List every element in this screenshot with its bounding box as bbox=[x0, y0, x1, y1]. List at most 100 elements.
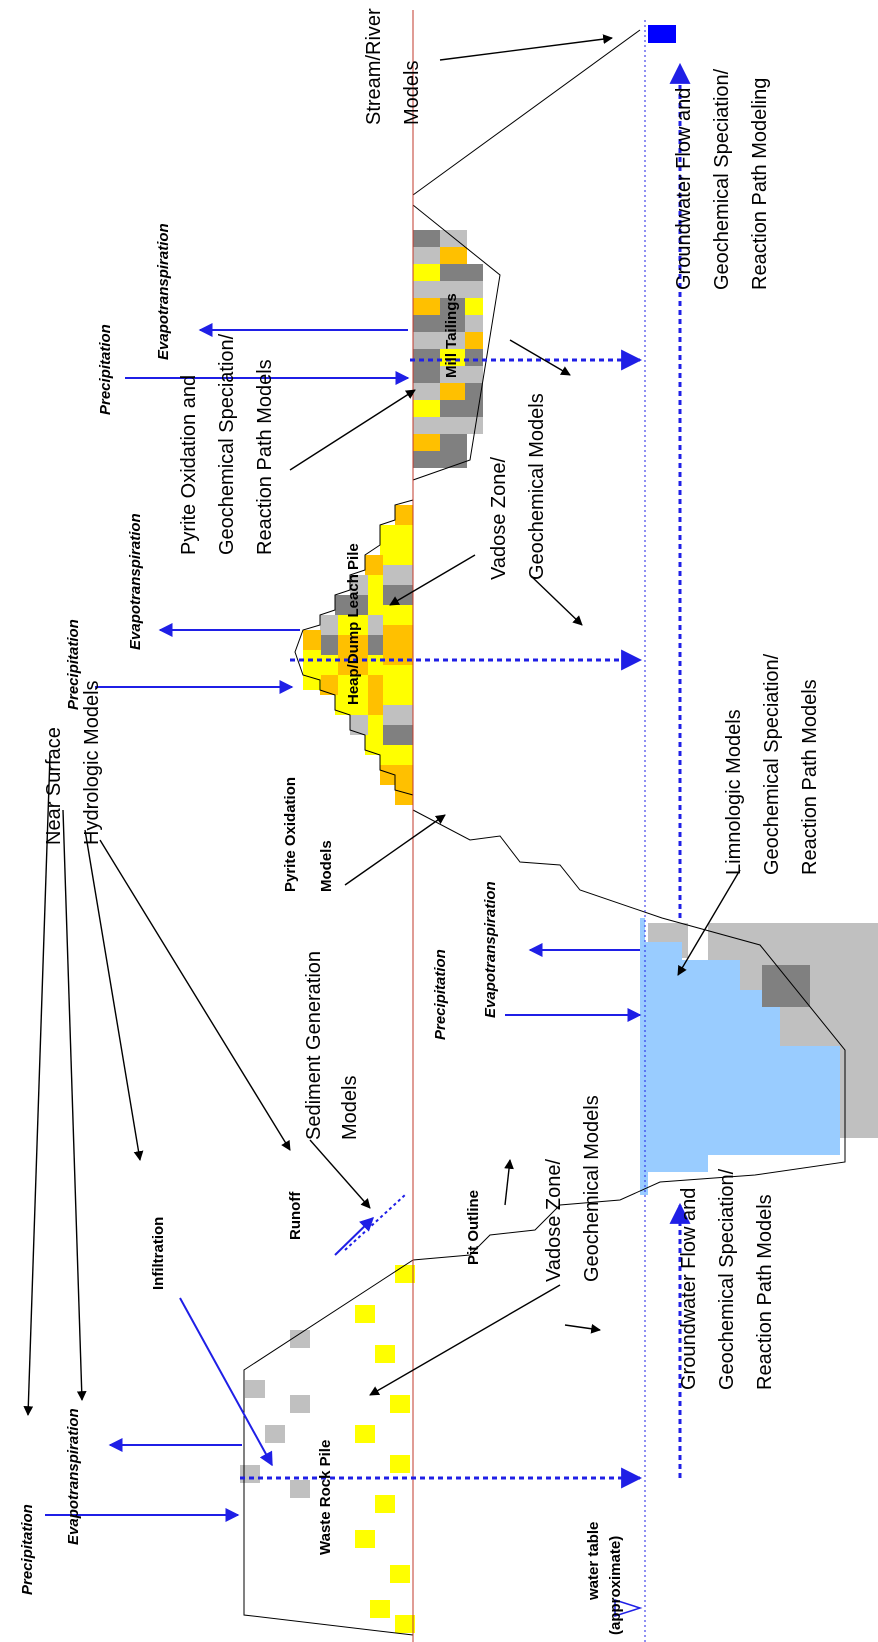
fill-cell bbox=[365, 735, 383, 755]
fill-cell bbox=[350, 635, 368, 655]
fill-cell bbox=[395, 625, 413, 645]
fill-cell bbox=[465, 315, 483, 332]
infiltration-arrow bbox=[179, 1297, 273, 1467]
fill-cell bbox=[380, 765, 398, 785]
fill-cell bbox=[365, 695, 383, 715]
pit-bedrock-block bbox=[762, 965, 810, 1007]
pit-lake bbox=[640, 918, 840, 1195]
fill-cell bbox=[380, 625, 398, 645]
fill-cell bbox=[365, 575, 383, 595]
fill-cell bbox=[413, 434, 440, 451]
fill-cell bbox=[440, 230, 467, 247]
fill-cell bbox=[395, 605, 413, 625]
fill-cell bbox=[413, 417, 440, 434]
fill-cell bbox=[380, 685, 398, 705]
fill-cell bbox=[380, 745, 398, 765]
fill-cell bbox=[395, 1615, 415, 1633]
runoff-arrow bbox=[334, 1217, 375, 1256]
label-vadose-left: Vadose Zone/ Geochemical Models bbox=[543, 1095, 603, 1282]
water-table-symbol bbox=[614, 1598, 643, 1618]
fill-cell bbox=[303, 670, 321, 690]
fill-cell bbox=[390, 1395, 410, 1413]
fill-cell bbox=[413, 332, 440, 349]
fill-cell bbox=[440, 434, 467, 451]
fill-cell bbox=[355, 1425, 375, 1443]
fill-cell bbox=[395, 745, 413, 765]
fill-cell bbox=[380, 665, 398, 685]
fill-cell bbox=[320, 615, 338, 635]
label-tailings-et: Evapotranspiration bbox=[155, 223, 172, 360]
fill-cell bbox=[413, 451, 440, 468]
fill-cell bbox=[395, 725, 413, 745]
fill-cell bbox=[395, 665, 413, 685]
label-limnologic: Limnologic Models Geochemical Speciation… bbox=[723, 648, 821, 875]
fill-cell bbox=[395, 685, 413, 705]
fill-cell bbox=[355, 1305, 375, 1323]
fill-cell bbox=[440, 281, 467, 298]
label-sediment: Sediment Generation Models bbox=[303, 945, 361, 1140]
fill-cell bbox=[390, 1455, 410, 1473]
label-runoff: Runoff bbox=[287, 1191, 304, 1240]
label-water-table: water table bbox=[585, 1522, 602, 1601]
fill-cell bbox=[413, 264, 440, 281]
fill-cell bbox=[465, 383, 483, 400]
fill-cell bbox=[395, 525, 413, 545]
label-pit-outline: Pit Outline bbox=[465, 1190, 482, 1265]
fill-cell bbox=[335, 615, 353, 635]
fill-cell bbox=[375, 1495, 395, 1513]
label-heap-et: Evapotranspiration bbox=[127, 513, 144, 650]
label-pit-et: Evapotranspiration bbox=[482, 881, 499, 1018]
fill-cell bbox=[335, 595, 353, 615]
fill-cell bbox=[335, 635, 353, 655]
fill-cell bbox=[413, 349, 440, 366]
fill-cell bbox=[465, 264, 483, 281]
fill-cell bbox=[365, 715, 383, 735]
fill-cell bbox=[390, 1565, 410, 1583]
fill-cell bbox=[395, 545, 413, 565]
fill-cell bbox=[440, 332, 467, 349]
heap-leach-pile bbox=[294, 499, 414, 805]
fill-cell bbox=[440, 366, 467, 383]
fill-cell bbox=[413, 400, 440, 417]
fill-cell bbox=[395, 705, 413, 725]
label-water-table-approx: (approximate) bbox=[607, 1536, 624, 1635]
fill-cell bbox=[413, 247, 440, 264]
water-flux-arrows bbox=[45, 323, 642, 1522]
fill-cell bbox=[440, 400, 467, 417]
fill-cell bbox=[365, 615, 383, 635]
fill-cell bbox=[365, 555, 383, 575]
fill-cell bbox=[290, 1395, 310, 1413]
fill-cell bbox=[365, 675, 383, 695]
fill-cell bbox=[440, 264, 467, 281]
fill-cell bbox=[335, 675, 353, 695]
fill-cell bbox=[350, 595, 368, 615]
label-groundwater-right: Groundwater Flow and Geochemical Speciat… bbox=[673, 63, 771, 290]
fill-cell bbox=[265, 1425, 285, 1443]
label-pyrite-oxidation-models: Pyrite Oxidation Models bbox=[282, 773, 335, 892]
label-waste-et: Evapotranspiration bbox=[65, 1408, 82, 1545]
label-pyrite-geochem: Pyrite Oxidation and Geochemical Speciat… bbox=[178, 328, 276, 555]
open-pit bbox=[412, 809, 878, 1261]
fill-cell bbox=[395, 565, 413, 585]
waste-rock-grid bbox=[240, 1265, 415, 1633]
fill-cell bbox=[440, 247, 467, 264]
fill-cell bbox=[350, 695, 368, 715]
pit-outline bbox=[412, 809, 846, 1261]
waste-rock-pile bbox=[240, 1259, 415, 1636]
fill-cell bbox=[413, 315, 440, 332]
fill-cell bbox=[395, 785, 413, 805]
fill-cell bbox=[440, 417, 467, 434]
leader-arrows bbox=[23, 34, 741, 1416]
fill-cell bbox=[413, 281, 440, 298]
fill-cell bbox=[350, 675, 368, 695]
fill-cell bbox=[413, 230, 440, 247]
fill-cell bbox=[320, 655, 338, 675]
label-groundwater-left: Groundwater Flow and Geochemical Speciat… bbox=[678, 1163, 776, 1390]
fill-cell bbox=[440, 298, 467, 315]
fill-cell bbox=[335, 695, 353, 715]
fill-cell bbox=[413, 383, 440, 400]
fill-cell bbox=[375, 1345, 395, 1363]
fill-cell bbox=[245, 1380, 265, 1398]
fill-cell bbox=[320, 675, 338, 695]
